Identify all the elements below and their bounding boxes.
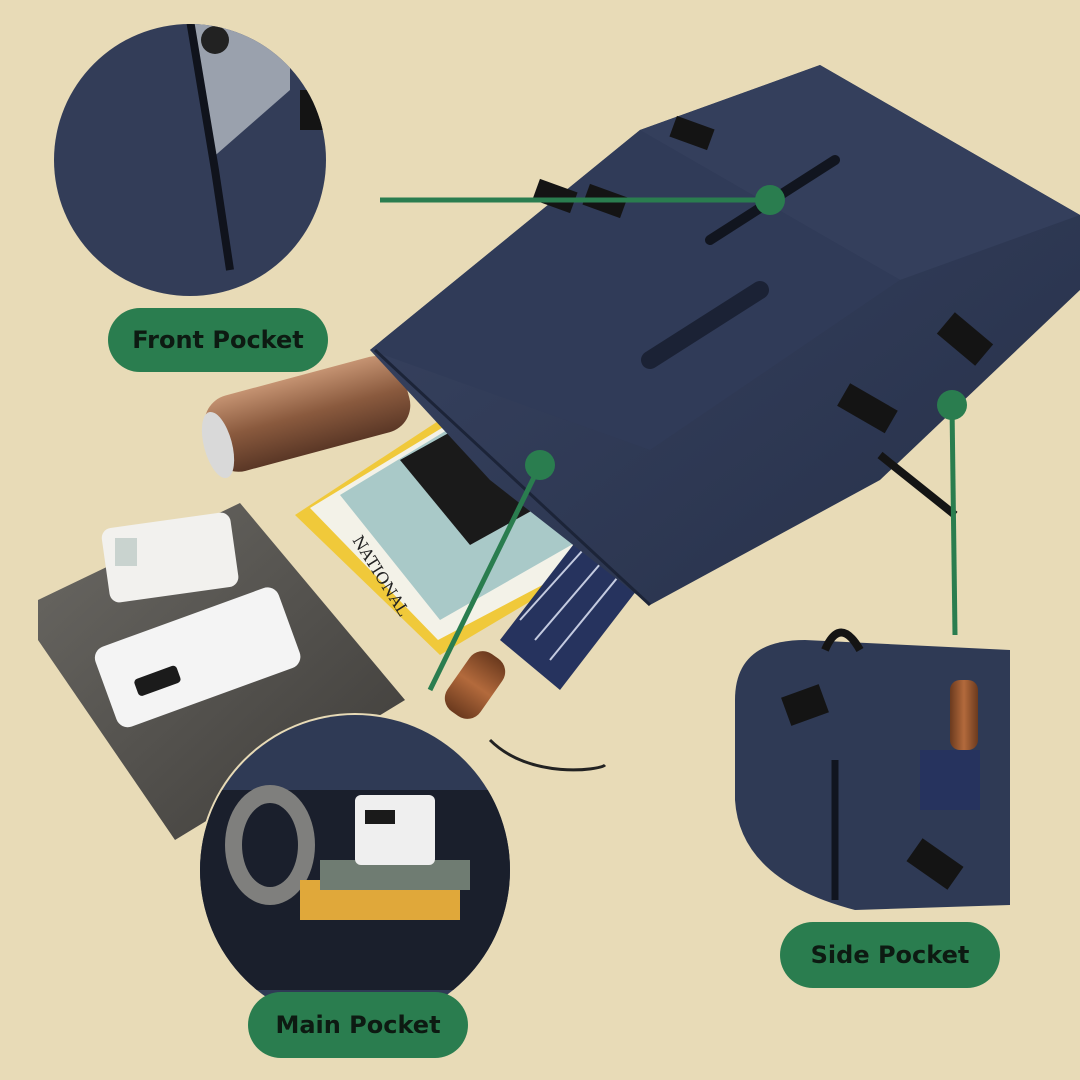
power-bank	[101, 512, 239, 603]
power-bank-display	[115, 538, 137, 566]
main-pocket-inset	[198, 713, 512, 1027]
side-pocket-label: Side Pocket	[780, 922, 1000, 988]
bottle	[201, 355, 411, 479]
main-pocket-label: Main Pocket	[248, 992, 468, 1058]
side-pocket-callout-line	[949, 404, 958, 636]
callouts	[380, 185, 967, 692]
main-pocket-callout-line	[427, 463, 543, 692]
front-pocket-label: Front Pocket	[108, 308, 328, 372]
power-bank-in-pocket	[355, 795, 435, 865]
front-pocket-inset	[52, 22, 328, 298]
phone-camera	[134, 665, 181, 696]
side-pocket-callout-dot	[937, 390, 967, 420]
side-pocket-inset	[735, 628, 1010, 910]
front-pocket-callout-dot	[755, 185, 785, 215]
main-pocket-callout-dot	[525, 450, 555, 480]
books: NATIONAL	[295, 410, 600, 655]
